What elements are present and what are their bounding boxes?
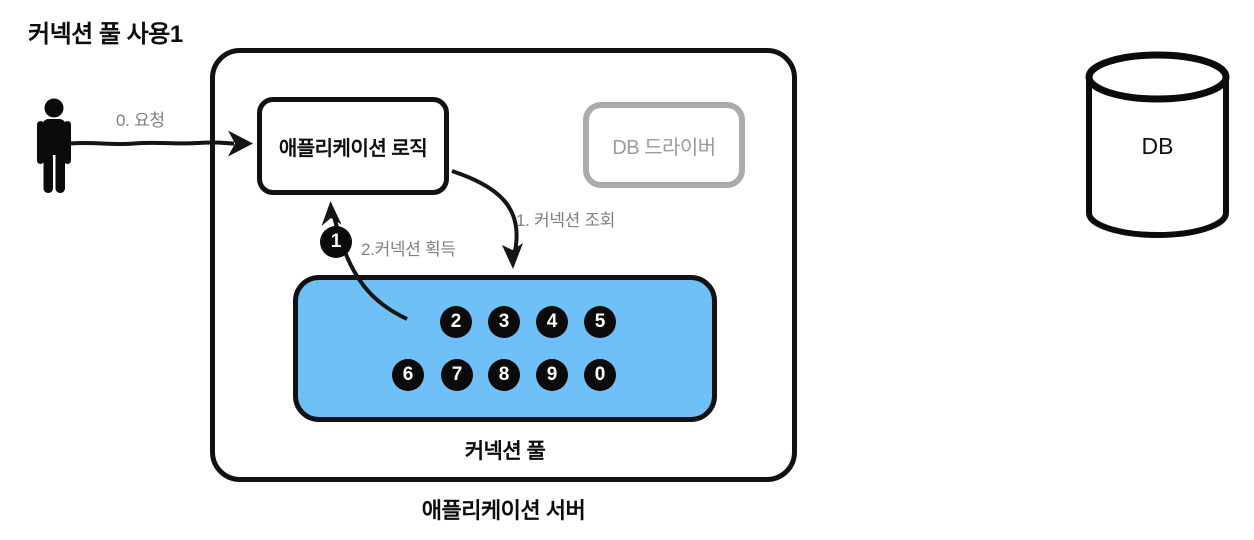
connection-circle: 4 bbox=[536, 306, 568, 338]
connection-circle: 3 bbox=[488, 306, 520, 338]
request-arrow-label: 0. 요청 bbox=[116, 111, 165, 130]
acquire-arrow-label: 2.커넥션 획득 bbox=[361, 240, 456, 259]
connection-pool-box bbox=[293, 275, 717, 422]
connection-circle: 5 bbox=[584, 306, 616, 338]
db-label: DB bbox=[1142, 133, 1174, 159]
app-logic-label: 애플리케이션 로직 bbox=[278, 137, 428, 160]
app-server-caption: 애플리케이션 서버 bbox=[421, 498, 586, 523]
person-icon bbox=[37, 98, 71, 193]
diagram-title: 커넥션 풀 사용1 bbox=[28, 21, 183, 48]
pool-caption: 커넥션 풀 bbox=[464, 440, 546, 463]
connection-circle: 6 bbox=[392, 359, 424, 391]
db-driver-label: DB 드라이버 bbox=[612, 136, 716, 159]
connection-circle: 9 bbox=[536, 359, 568, 391]
db-cylinder-icon: DB bbox=[1085, 51, 1230, 238]
app-logic-box: 애플리케이션 로직 bbox=[257, 97, 449, 195]
connection-circle: 2 bbox=[440, 306, 472, 338]
acquired-connection-circle: 1 bbox=[320, 226, 352, 258]
db-driver-box: DB 드라이버 bbox=[583, 102, 745, 188]
lookup-arrow-label: 1. 커넥션 조회 bbox=[516, 211, 616, 230]
connection-circle: 7 bbox=[441, 359, 473, 391]
connection-circle: 0 bbox=[584, 359, 616, 391]
connection-circle: 8 bbox=[488, 359, 520, 391]
